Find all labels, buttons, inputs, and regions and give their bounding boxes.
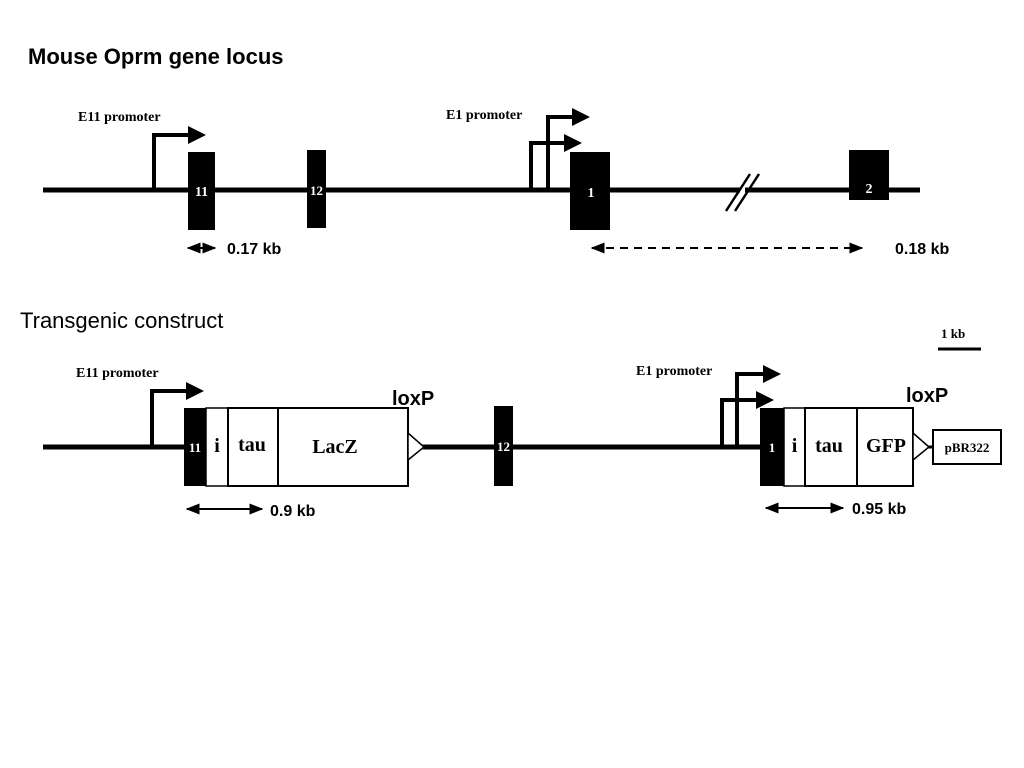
construct-promoter-e11-arrowhead xyxy=(186,382,204,400)
locus-exon-12-label: 12 xyxy=(310,183,323,198)
tau-label-b: tau xyxy=(815,435,843,457)
gfp-box xyxy=(856,407,914,487)
locus-exon-1: 1 xyxy=(570,152,610,230)
construct-exon-12: 12 xyxy=(494,406,513,486)
locus-exon-1-label: 1 xyxy=(588,186,595,201)
construct-promoter-e1-label: E1 promoter xyxy=(636,364,712,379)
locus-promoter-e1-arrows xyxy=(529,108,590,190)
intron-label-a: i xyxy=(214,435,220,457)
scale-bar-label: 1 kb xyxy=(941,326,965,341)
construct-title: Transgenic construct xyxy=(20,308,223,333)
tau-box-b xyxy=(804,407,858,487)
locus-dimension-label-b: 0.18 kb xyxy=(895,241,949,258)
locus-promoter-e11-arrowhead xyxy=(188,126,206,144)
lacz-label: LacZ xyxy=(312,436,358,458)
intron-label-b: i xyxy=(792,435,798,457)
construct-exon-1-label: 1 xyxy=(769,440,776,455)
construct-promoter-e11-label: E11 promoter xyxy=(76,366,159,381)
loxp-label-a: loxP xyxy=(392,388,434,410)
tau-label-a: tau xyxy=(238,434,266,456)
locus-title: Mouse Oprm gene locus xyxy=(28,44,284,69)
locus-break-mark xyxy=(724,173,761,212)
locus-exon-2: 2 xyxy=(849,150,889,200)
construct-dimension-label-a: 0.9 kb xyxy=(270,503,316,520)
construct-exon-11 xyxy=(184,408,206,486)
locus-promoter-e11-arrow xyxy=(152,133,190,190)
locus-exon-11: 11 xyxy=(188,152,215,230)
locus-dimension-label-a: 0.17 kb xyxy=(227,241,281,258)
construct-exon-1 xyxy=(760,408,784,486)
construct-exon-11-label: 11 xyxy=(189,440,201,455)
loxp-triangle-b xyxy=(912,431,931,462)
locus-promoter-e11-label: E11 promoter xyxy=(78,110,161,125)
pbr322-label: pBR322 xyxy=(945,440,990,455)
locus-exon-2-label: 2 xyxy=(866,182,873,197)
construct-dimension-label-b: 0.95 kb xyxy=(852,501,906,518)
loxp-label-b: loxP xyxy=(906,385,948,407)
pbr322-box xyxy=(932,429,1002,465)
loxp-triangle-a xyxy=(407,431,426,462)
construct-promoter-e1-arrows xyxy=(720,365,781,447)
construct-exon-12-label: 12 xyxy=(497,439,510,454)
gfp-label: GFP xyxy=(866,435,906,457)
cassette-lacz: 11 i tau LacZ loxP xyxy=(184,388,434,487)
locus-exon-11-label: 11 xyxy=(195,185,208,200)
locus-exon-12: 12 xyxy=(307,150,326,228)
cassette-gfp: 1 i tau GFP loxP pBR322 xyxy=(760,385,1002,487)
locus-promoter-e1-label: E1 promoter xyxy=(446,108,522,123)
construct-promoter-e11-arrow xyxy=(150,389,188,447)
